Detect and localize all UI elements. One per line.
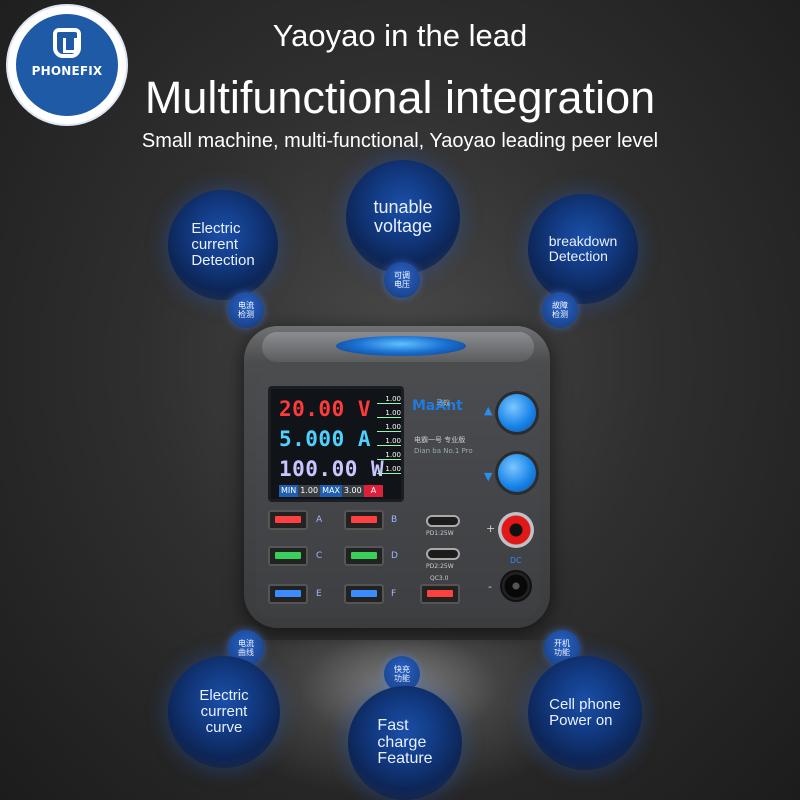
logo-badge: PHONEFIX	[16, 14, 118, 116]
usb-port-a[interactable]	[268, 510, 308, 530]
logo-text: PHONEFIX	[31, 64, 103, 78]
tag-current-detect: 电流 检测	[228, 292, 264, 328]
unit-label: A	[363, 485, 384, 497]
port-value: 1.00	[377, 395, 401, 404]
feature-label-fast-charge: Fast charge Feature	[377, 716, 433, 768]
current-readout: 5.000 A	[279, 427, 372, 451]
pd1-label: PD1:25W	[426, 530, 454, 537]
port-value: 1.00	[377, 423, 401, 432]
feature-label-current-detection: Electric current Detection	[191, 220, 255, 269]
min-label: MIN	[279, 485, 299, 497]
feature-bubble-breakdown-detection: breakdown Detection	[528, 194, 638, 304]
pd2-label: PD2:25W	[426, 563, 454, 570]
headline-main: Multifunctional integration	[144, 72, 656, 123]
tag-fast-charge-label: 快充 功能	[394, 664, 410, 683]
feature-bubble-tunable-voltage: tunable voltage	[346, 160, 460, 274]
port-value: 1.00	[377, 451, 401, 460]
dc-label: DC	[510, 556, 522, 565]
qc-label: QC3.0	[430, 575, 449, 582]
port-label-a: A	[316, 515, 323, 525]
tag-power-on-label: 开机 功能	[554, 638, 570, 657]
minus-sign: -	[488, 580, 492, 593]
min-value: 1.00	[298, 485, 321, 497]
headline-small: Yaoyao in the lead	[272, 18, 528, 53]
tag-fault-detect-label: 故障 检测	[552, 300, 568, 319]
feature-bubble-current-curve: Electric current curve	[168, 656, 280, 768]
port-label-f: F	[391, 589, 397, 599]
brand-chinese: 马蚁	[436, 399, 450, 407]
tag-adjustable-voltage: 可调 电压	[384, 262, 420, 298]
usb-port-qc[interactable]	[420, 584, 460, 604]
tag-current-curve-label: 电流 曲线	[238, 638, 254, 657]
power-readout: 100.00 W	[279, 457, 385, 481]
feature-bubble-fast-charge: Fast charge Feature	[348, 686, 462, 800]
feature-label-tunable-voltage: tunable voltage	[373, 197, 433, 236]
feature-label-power-on: Cell phone Power on	[549, 696, 621, 729]
brand-logo: MaAnt	[412, 398, 463, 414]
down-arrow-icon: ▼	[484, 470, 493, 483]
usb-port-f[interactable]	[344, 584, 384, 604]
usb-port-e[interactable]	[268, 584, 308, 604]
plus-sign: +	[486, 522, 496, 535]
usb-port-d[interactable]	[344, 546, 384, 566]
feature-label-breakdown-detection: breakdown Detection	[548, 233, 618, 264]
model-name-cn: 电霸一号 专业版	[414, 436, 466, 444]
headline-subtitle: Small machine, multi-functional, Yaoyao …	[141, 130, 659, 152]
up-arrow-icon: ▲	[484, 404, 493, 417]
port-label-e: E	[316, 589, 322, 599]
lcd-screen: 20.00 V 5.000 A 100.00 W 1.00 1.00 1.00 …	[268, 386, 404, 502]
port-label-c: C	[316, 551, 323, 561]
dc-jack[interactable]	[500, 570, 532, 602]
port-label-b: B	[391, 515, 398, 525]
feature-label-current-curve: Electric current curve	[199, 687, 249, 736]
model-name-en: Dian ba No.1 Pro	[414, 447, 473, 455]
voltage-readout: 20.00 V	[279, 397, 372, 421]
tag-fault-detect: 故障 检测	[542, 292, 578, 328]
usb-c-port-pd1[interactable]	[426, 515, 460, 527]
usb-port-b[interactable]	[344, 510, 384, 530]
lcd-status-bar: MIN 1.00 MAX 3.00 A	[279, 485, 384, 497]
max-value: 3.00	[341, 485, 364, 497]
wireless-pad-glow	[336, 336, 466, 356]
phonefix-logo: PHONEFIX	[8, 6, 126, 124]
max-label: MAX	[320, 485, 342, 497]
positive-terminal[interactable]	[498, 512, 534, 548]
port-value: 1.00	[377, 465, 401, 474]
feature-bubble-current-detection: Electric current Detection	[168, 190, 278, 300]
tag-adjustable-voltage-label: 可调 电压	[394, 270, 410, 289]
phonefix-mark-icon	[53, 28, 81, 58]
usb-port-c[interactable]	[268, 546, 308, 566]
port-value: 1.00	[377, 437, 401, 446]
decrease-button[interactable]	[498, 454, 536, 492]
port-label-d: D	[391, 551, 398, 561]
port-value: 1.00	[377, 409, 401, 418]
increase-button[interactable]	[498, 394, 536, 432]
feature-bubble-power-on: Cell phone Power on	[528, 656, 642, 770]
tag-current-detect-label: 电流 检测	[238, 300, 254, 319]
usb-c-port-pd2[interactable]	[426, 548, 460, 560]
